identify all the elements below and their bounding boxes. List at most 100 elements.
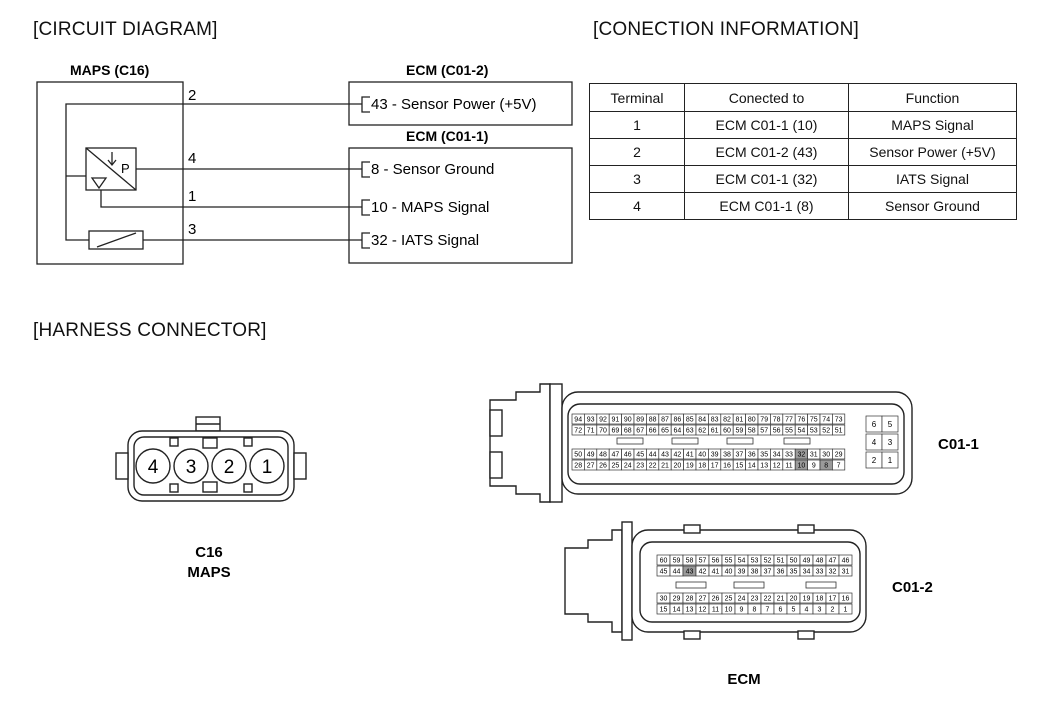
pin-number: 44 (673, 569, 681, 576)
pin-number: 52 (822, 428, 830, 435)
table-cell: 1 (589, 111, 685, 139)
pin-number: 11 (785, 463, 792, 470)
pin-number: 10 (798, 463, 806, 470)
pin-number: 32 (829, 569, 837, 576)
pin-number: 20 (790, 596, 798, 603)
pin-number: 16 (723, 463, 731, 470)
pin-number: 12 (773, 463, 781, 470)
pin-number: 46 (624, 452, 632, 459)
c16-caption-line2: MAPS (187, 564, 230, 581)
pin-number: 50 (790, 558, 798, 565)
table-cell: MAPS Signal (848, 111, 1017, 139)
c16-pin-number: 1 (262, 457, 273, 478)
pin-number: 70 (599, 428, 607, 435)
pin-number: 39 (711, 452, 719, 459)
pin-number: 24 (738, 596, 746, 603)
pin-number: 22 (649, 463, 657, 470)
pin-number: 31 (842, 569, 850, 576)
pin-number: 60 (723, 428, 731, 435)
pin-number: 2 (872, 456, 877, 465)
pin-number: 42 (674, 452, 682, 459)
pin-number: 16 (842, 596, 850, 603)
pin-number: 80 (748, 417, 756, 424)
pin-number: 3 (888, 438, 893, 447)
pin-number: 17 (711, 463, 719, 470)
pin-number: 72 (574, 428, 582, 435)
column-header: Function (848, 83, 1017, 112)
pin-number: 62 (698, 428, 706, 435)
pin-number: 56 (712, 558, 720, 565)
pin-cell (832, 413, 846, 425)
sensor-label: MAPS (C16) (70, 62, 149, 78)
wire-maps-signal (100, 190, 362, 208)
pin-number: 38 (723, 452, 731, 459)
pin-number: 54 (798, 428, 806, 435)
pin-number: 21 (777, 596, 785, 603)
key-slot (616, 437, 644, 445)
pin-cell (838, 565, 853, 577)
wire-sensor-power (65, 103, 362, 176)
pin-number: 47 (612, 452, 620, 459)
pin-number: 45 (636, 452, 644, 459)
thermistor-icon (88, 230, 144, 250)
pin-number: 14 (673, 607, 681, 614)
pin-number: 56 (773, 428, 781, 435)
pin-number: 60 (660, 558, 668, 565)
pin-number: 77 (785, 417, 793, 424)
pin-number: 19 (686, 463, 694, 470)
pin-number: 22 (764, 596, 772, 603)
section-title-connection: [CONECTION INFORMATION] (593, 19, 860, 40)
pin-number: 27 (699, 596, 707, 603)
pin-number: 36 (748, 452, 756, 459)
pin-number: 39 (738, 569, 746, 576)
pin-number: 74 (822, 417, 830, 424)
pin-number: 31 (810, 452, 818, 459)
c16-pin-number: 2 (224, 457, 235, 478)
pin-number: 38 (751, 569, 759, 576)
pin-number: 20 (674, 463, 682, 470)
pin-number: 29 (673, 596, 681, 603)
pin-number: 2 (831, 607, 835, 614)
sensor-box (36, 81, 184, 265)
pin-number: 46 (842, 558, 850, 565)
pin-number: 3 (188, 221, 196, 238)
pin-cell (881, 433, 899, 451)
table-cell: 4 (589, 192, 685, 220)
pin-number: 26 (712, 596, 720, 603)
key-slot (675, 581, 707, 589)
c16-pin (135, 448, 171, 484)
c16-pin-number: 4 (148, 457, 159, 478)
pin-number: 57 (699, 558, 707, 565)
pin-number: 29 (835, 452, 843, 459)
pin-number: 55 (725, 558, 733, 565)
table-row: 4 ECM C01-1 (8) Sensor Ground (589, 192, 1017, 220)
pin-number: 65 (661, 428, 669, 435)
pin-number: 43 (686, 569, 694, 576)
pin-number: 28 (686, 596, 694, 603)
pin-number: 47 (829, 558, 837, 565)
table-row: 2 ECM C01-2 (43) Sensor Power (+5V) (589, 138, 1017, 166)
pin-number: 75 (810, 417, 818, 424)
pin-number: 58 (748, 428, 756, 435)
pin-number: 42 (699, 569, 707, 576)
pin-number: 35 (760, 452, 768, 459)
pin-number: 10 (725, 607, 733, 614)
pin-number: 83 (711, 417, 719, 424)
pin-number: 26 (599, 463, 607, 470)
pin-cell (881, 451, 899, 469)
pin-number: 4 (872, 438, 877, 447)
pin-number: 6 (779, 607, 783, 614)
pin-cell (832, 459, 846, 471)
pin-cell (832, 448, 846, 460)
pin-number: 33 (816, 569, 824, 576)
pin-number: 55 (785, 428, 793, 435)
pin-number: 6 (872, 420, 877, 429)
pin-number: 37 (764, 569, 772, 576)
pin-number: 67 (636, 428, 644, 435)
pin-number: 37 (736, 452, 744, 459)
pin-number: 30 (822, 452, 830, 459)
c16-connector (115, 416, 307, 502)
table-cell: Sensor Power (+5V) (848, 138, 1017, 166)
pin-number: 90 (624, 417, 632, 424)
signal-sensor-ground: 8 - Sensor Ground (371, 161, 494, 178)
